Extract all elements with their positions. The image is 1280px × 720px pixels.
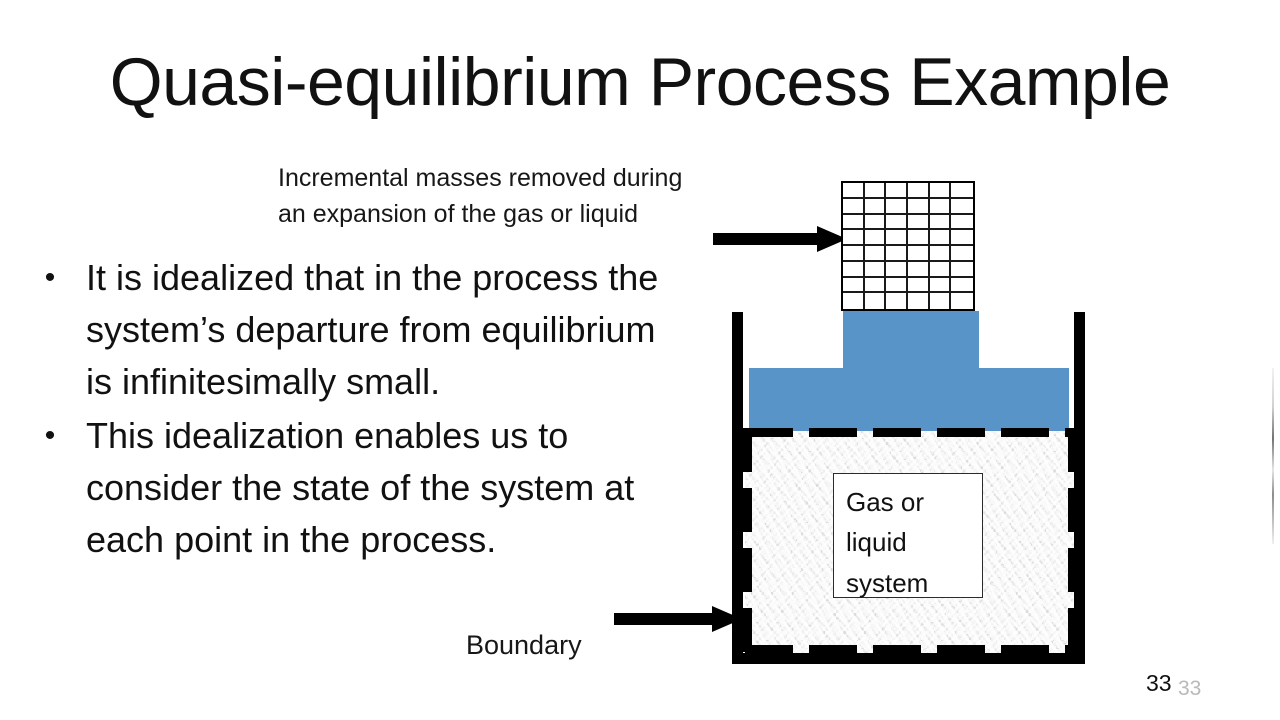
mass-cell [929,198,952,215]
mass-cell [907,261,930,278]
mass-cell [843,230,865,246]
mass-cell [907,277,930,294]
page-number-ghost: 33 [1178,677,1202,700]
mass-cell [864,293,887,309]
boundary-label: Boundary [466,630,582,660]
bullet-list: • It is idealized that in the process th… [14,252,684,568]
cylinder-wall-right [1074,312,1085,664]
caption-line-1: Incremental masses removed during [278,164,683,192]
mass-cell [886,261,908,278]
mass-cell [864,277,887,294]
mass-cell [886,183,908,199]
mass-cell [864,230,887,246]
cylinder-wall-bottom [732,653,1085,664]
mass-cell [886,214,908,231]
mass-cell [929,261,952,278]
mass-cell [929,230,952,246]
piston-stem [843,311,979,373]
mass-cell [951,230,973,246]
mass-cell [886,277,908,294]
mass-cell [864,183,887,199]
mass-cell [843,246,865,262]
list-item: • This idealization enables us to consid… [14,410,684,566]
mass-cell [843,198,865,215]
mass-cell [951,293,973,309]
system-boundary-left [743,428,752,654]
mass-cell [929,183,952,199]
bullet-text: It is idealized that in the process the … [86,257,659,402]
mass-cell [951,198,973,215]
scan-edge-artifact [1272,368,1274,544]
system-box-line-2: liquid [846,527,907,558]
mass-cell [864,214,887,231]
mass-cell [907,183,930,199]
mass-cell [843,293,865,309]
mass-cell [907,230,930,246]
system-boundary-bottom [745,645,1075,654]
mass-cell [864,198,887,215]
caption-line-2: an expansion of the gas or liquid [278,200,638,229]
mass-cell [907,198,930,215]
mass-cell [907,214,930,231]
arrow-shaft [713,233,819,245]
cylinder-wall-left [732,312,743,664]
list-item: • It is idealized that in the process th… [14,252,684,408]
mass-cell [886,246,908,262]
mass-cell [951,246,973,262]
mass-cell [929,246,952,262]
mass-cell [929,214,952,231]
mass-cell [907,246,930,262]
incremental-mass-grid [841,181,975,311]
mass-cell [929,293,952,309]
mass-cell [843,214,865,231]
mass-cell [951,214,973,231]
system-boundary-top [745,428,1075,437]
mass-cell [929,277,952,294]
mass-cell [843,277,865,294]
mass-cell [886,230,908,246]
mass-cell [951,183,973,199]
page-number: 33 [1146,670,1172,696]
system-callout-box: Gas or liquid system [833,473,983,598]
bullet-marker-icon: • [44,419,56,452]
mass-cell [886,293,908,309]
bullet-marker-icon: • [44,261,56,294]
mass-cell [864,261,887,278]
mass-cell [864,246,887,262]
mass-cell [907,293,930,309]
piston-plate [749,368,1069,431]
mass-cell [843,261,865,278]
mass-cell [843,183,865,199]
page-title: Quasi-equilibrium Process Example [109,44,1171,120]
mass-cell [951,277,973,294]
system-boundary-right [1068,428,1077,654]
mass-cell [886,198,908,215]
mass-cell [951,261,973,278]
bullet-text: This idealization enables us to consider… [86,415,635,560]
system-box-line-1: Gas or [846,487,925,517]
system-box-line-3: system [846,567,929,598]
diagram-caption: Incremental masses removed during an exp… [278,160,778,233]
arrow-shaft [614,613,714,625]
